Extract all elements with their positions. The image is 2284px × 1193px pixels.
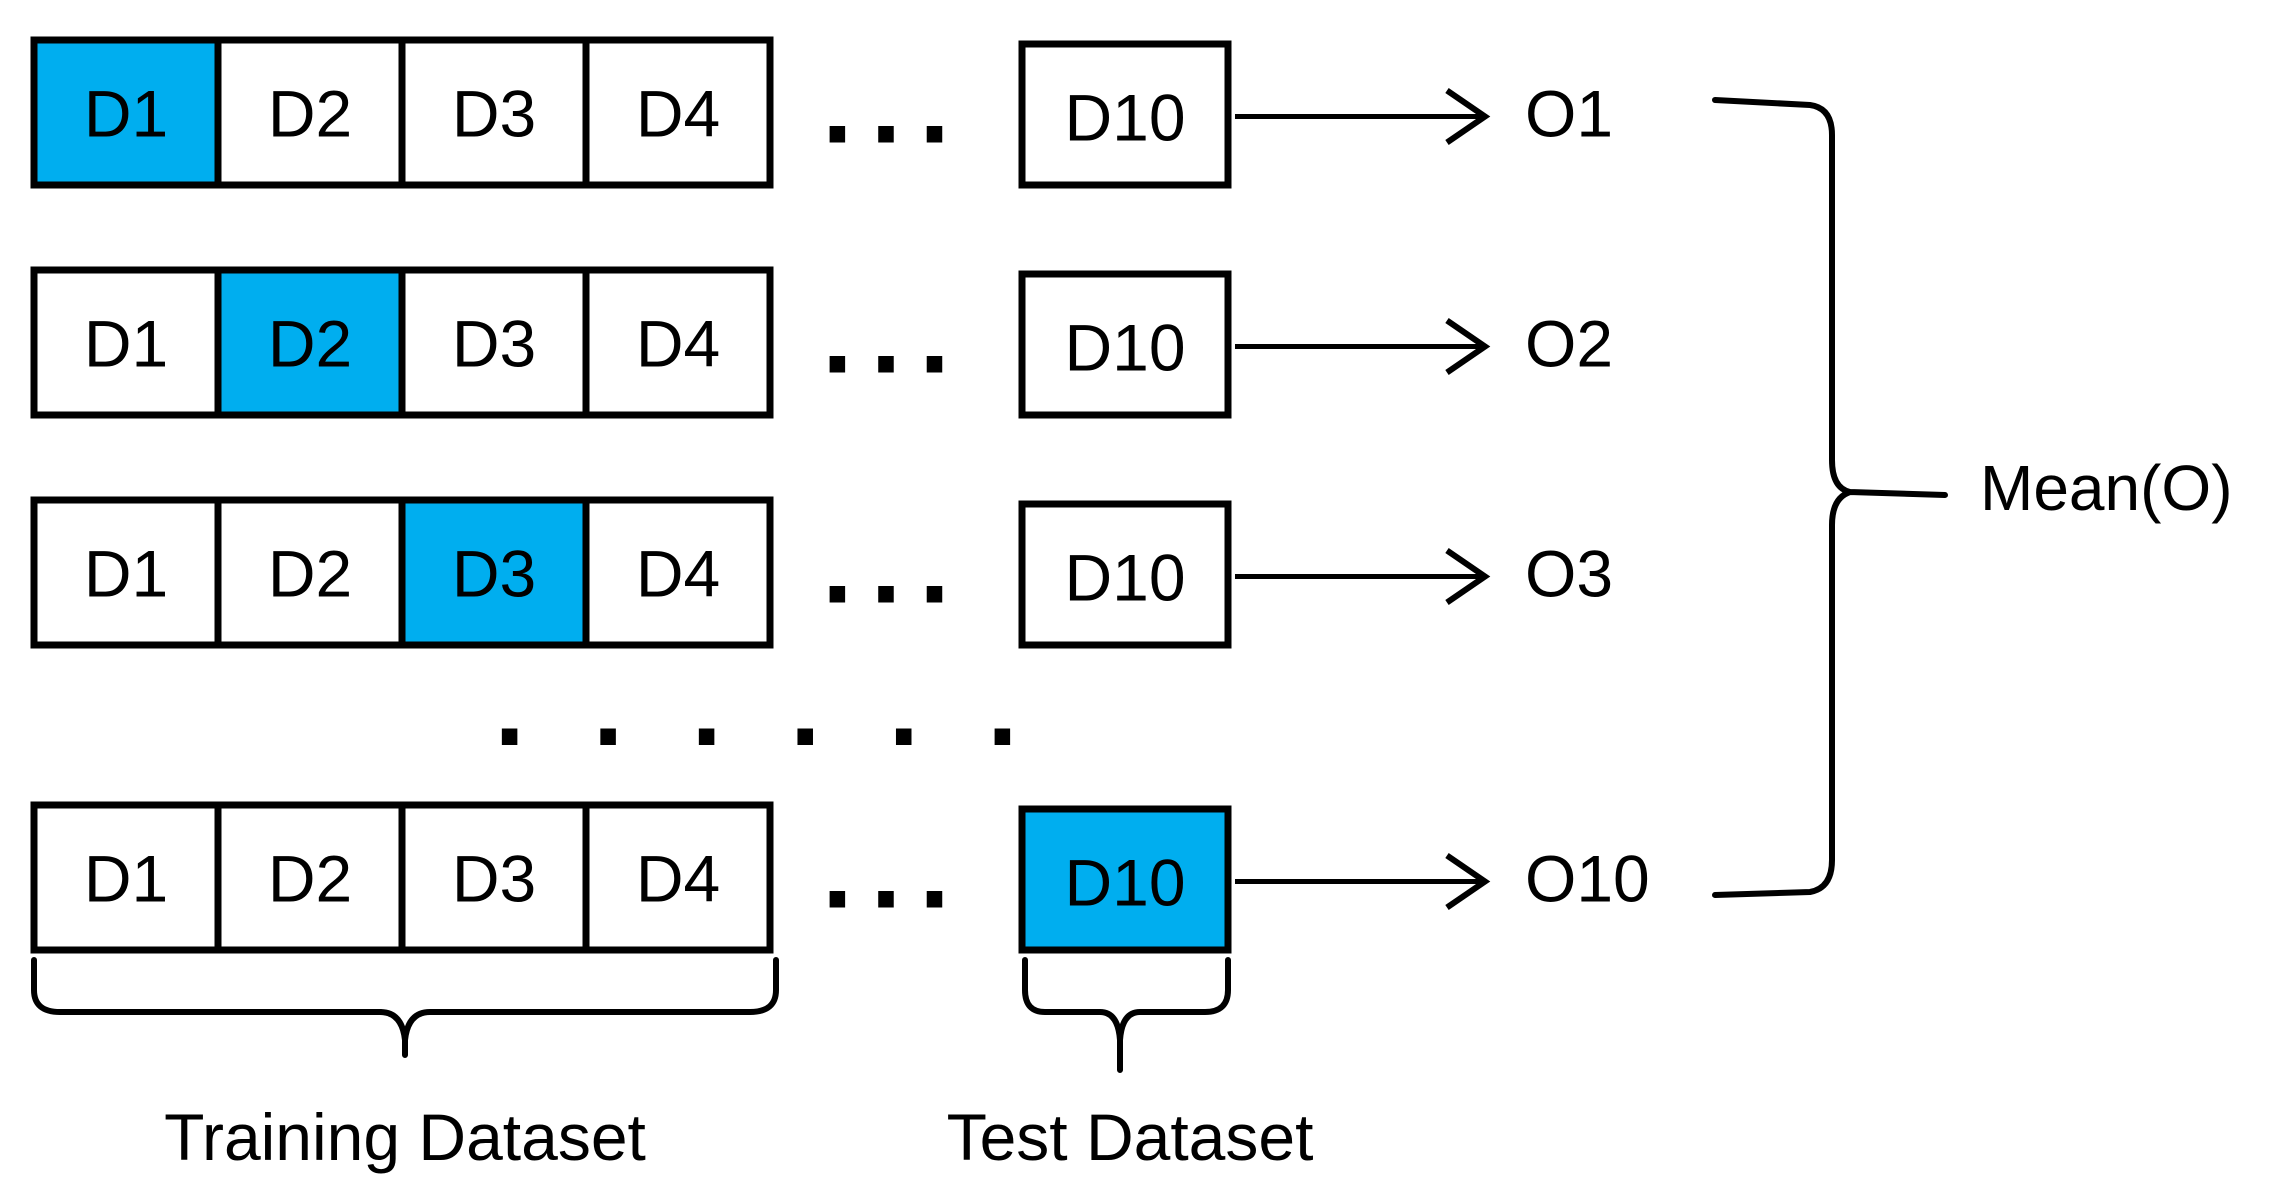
test-cell	[1018, 270, 1232, 419]
output-label: O10	[1525, 842, 1650, 916]
training-cell-label: D2	[268, 307, 352, 381]
training-cell	[214, 36, 406, 189]
training-cell	[398, 801, 590, 954]
training-cell-label: D1	[84, 537, 168, 611]
training-cell-label: D4	[636, 77, 720, 151]
training-cell-label: D4	[636, 842, 720, 916]
training-cell-label: D4	[636, 537, 720, 611]
fold-row-3: D1 D2 D3 D4... D10 O3	[30, 496, 1613, 649]
vertical-ellipsis-dots: ......	[494, 646, 1085, 769]
training-cell	[582, 801, 774, 954]
fold-row-2: D1 D2 D3 D4... D10 O2	[30, 266, 1613, 419]
training-cell-label: D3	[452, 537, 536, 611]
arrow-head-icon	[1445, 548, 1491, 605]
training-cell	[582, 266, 774, 419]
training-dataset-brace	[31, 957, 779, 1058]
row-ellipsis: ...	[822, 44, 968, 167]
test-cell-label: D10	[1064, 541, 1185, 615]
output-label: O3	[1525, 537, 1613, 611]
row-ellipsis: ...	[822, 274, 968, 397]
training-cell-highlighted	[398, 496, 590, 649]
right-curly-brace	[1712, 97, 1948, 898]
output-brace	[1712, 97, 1948, 898]
training-cell-label: D1	[84, 842, 168, 916]
training-cell-label: D2	[268, 537, 352, 611]
test-cell	[1018, 40, 1232, 189]
vertical-ellipsis: ......	[494, 646, 1085, 769]
fold-row-4: D1 D2 D3 D4... D10 O10	[30, 801, 1650, 954]
test-cell	[1018, 500, 1232, 649]
dataset-braces	[31, 957, 1231, 1073]
training-cell-label: D2	[268, 842, 352, 916]
test-cell-label: D10	[1064, 311, 1185, 385]
training-cell-highlighted	[30, 36, 222, 189]
training-cell	[30, 266, 222, 419]
training-cell-label: D2	[268, 77, 352, 151]
training-cell-label: D3	[452, 307, 536, 381]
row-ellipsis: ...	[822, 504, 968, 627]
arrow-head-icon	[1445, 318, 1491, 375]
training-cell	[30, 496, 222, 649]
test-dataset-brace	[1022, 957, 1231, 1073]
training-cell-highlighted	[214, 266, 406, 419]
output-label: O2	[1525, 307, 1613, 381]
training-cell-label: D3	[452, 842, 536, 916]
training-cell-label: D1	[84, 77, 168, 151]
training-cell	[582, 496, 774, 649]
training-cell-label: D1	[84, 307, 168, 381]
arrow-head-icon	[1445, 853, 1491, 910]
output-label: O1	[1525, 77, 1613, 151]
training-cell	[214, 801, 406, 954]
training-dataset-label: Training Dataset	[164, 1100, 646, 1174]
test-cell-label: D10	[1064, 846, 1185, 920]
test-dataset-label: Test Dataset	[947, 1100, 1314, 1174]
training-cell	[582, 36, 774, 189]
training-cell-label: D4	[636, 307, 720, 381]
training-cell	[214, 496, 406, 649]
arrow-head-icon	[1445, 88, 1491, 145]
mean-label: Mean(O)	[1980, 452, 2233, 524]
row-ellipsis: ...	[822, 809, 968, 932]
training-cell	[398, 36, 590, 189]
training-cell-label: D3	[452, 77, 536, 151]
training-cell	[398, 266, 590, 419]
test-cell-highlighted	[1018, 805, 1232, 954]
fold-row-1: D1 D2 D3 D4... D10 O1	[30, 36, 1613, 189]
test-cell-label: D10	[1064, 81, 1185, 155]
